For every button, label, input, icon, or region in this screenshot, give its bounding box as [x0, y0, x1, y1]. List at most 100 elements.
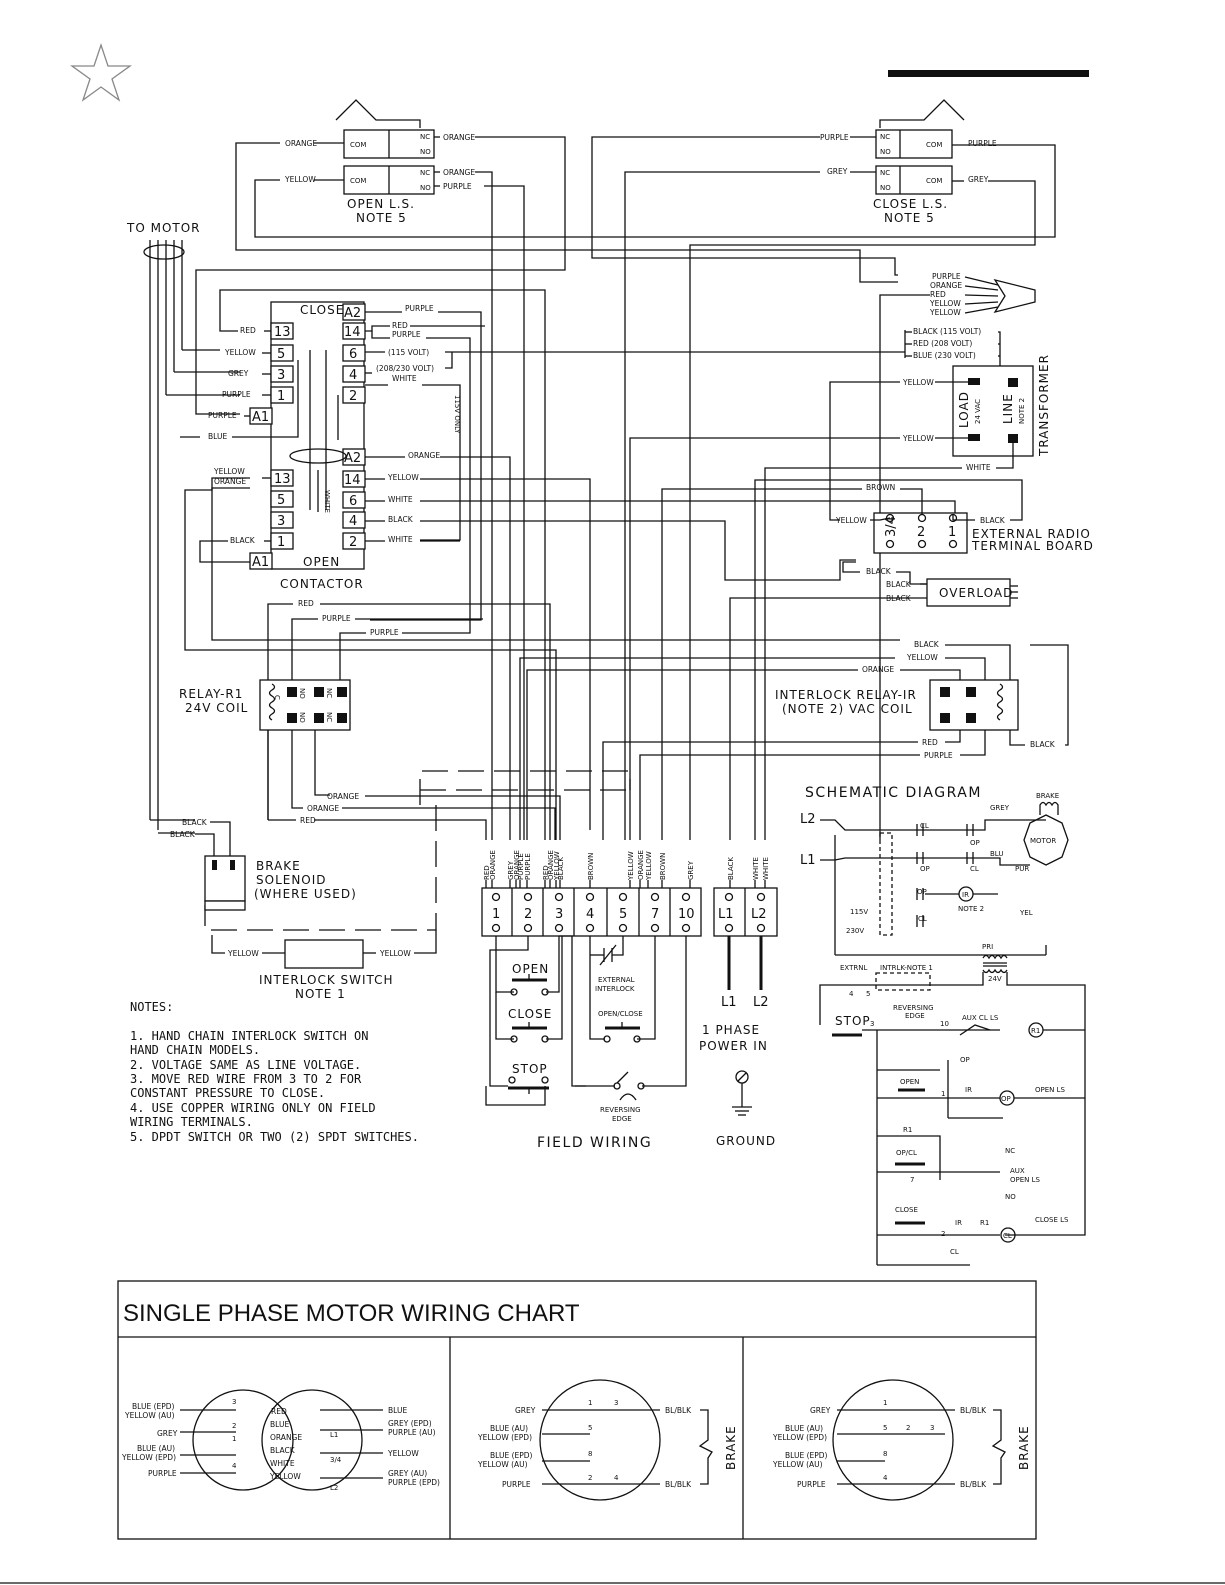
svg-text:COM: COM: [926, 177, 942, 185]
svg-text:CLOSE: CLOSE: [300, 303, 344, 317]
svg-text:RED: RED: [300, 816, 316, 825]
terminal-screw: [523, 923, 533, 933]
svg-text:PURPLE: PURPLE: [924, 751, 953, 760]
svg-text:A2: A2: [344, 306, 361, 321]
svg-text:YELLOW: YELLOW: [902, 378, 934, 387]
svg-text:IR: IR: [962, 891, 969, 899]
svg-text:PURPLE: PURPLE: [968, 139, 997, 148]
svg-text:ORANGE: ORANGE: [285, 139, 317, 148]
terminal-screw: [618, 923, 628, 933]
svg-text:RED: RED: [930, 290, 946, 299]
svg-text:3: 3: [870, 1020, 874, 1028]
terminal-screw: [650, 892, 660, 902]
terminal-wire-label: RED: [542, 865, 550, 880]
svg-text:YELLOW: YELLOW: [929, 308, 961, 317]
svg-text:ORANGE: ORANGE: [443, 168, 475, 177]
svg-text:BLACK: BLACK: [1030, 740, 1056, 749]
svg-text:BLACK: BLACK: [230, 536, 256, 545]
svg-text:NO: NO: [298, 688, 306, 699]
svg-text:PRI: PRI: [982, 943, 993, 951]
svg-text:YELLOW (EPD): YELLOW (EPD): [477, 1433, 532, 1442]
svg-text:5: 5: [588, 1424, 592, 1432]
svg-text:NC: NC: [880, 169, 890, 177]
svg-text:A2: A2: [344, 451, 361, 466]
terminal-wire-label: ORANGE: [513, 850, 521, 880]
svg-text:CL: CL: [1003, 1232, 1012, 1240]
svg-text:NO: NO: [420, 184, 431, 192]
svg-text:ORANGE: ORANGE: [408, 451, 440, 460]
interlock-switch: YELLOW YELLOW INTERLOCK SWITCH NOTE 1: [211, 930, 437, 1001]
limit-switch-wiring: [195, 136, 1056, 840]
svg-text:CLOSE: CLOSE: [508, 1007, 552, 1021]
svg-text:R1: R1: [1031, 1027, 1040, 1035]
svg-text:L2: L2: [753, 995, 769, 1010]
svg-text:ORANGE: ORANGE: [270, 1433, 302, 1442]
svg-text:BRAKE: BRAKE: [256, 859, 301, 873]
svg-text:ORANGE: ORANGE: [930, 281, 962, 290]
svg-text:4: 4: [614, 1474, 619, 1482]
svg-text:3: 3: [277, 368, 285, 383]
svg-text:IR: IR: [955, 1219, 962, 1227]
svg-text:YELLOW (AU): YELLOW (AU): [477, 1460, 528, 1469]
terminal-wire-label: GREY: [507, 860, 515, 880]
svg-text:WHITE: WHITE: [323, 490, 331, 513]
svg-text:BL/BLK: BL/BLK: [665, 1406, 692, 1415]
svg-text:GREY: GREY: [827, 167, 848, 176]
terminal-screw: [491, 923, 501, 933]
svg-text:OP: OP: [920, 865, 930, 873]
svg-text:BLACK: BLACK: [866, 567, 892, 576]
svg-text:C: C: [273, 695, 281, 700]
open-limit-switch: COM NC NO COM NC NO OPEN L.S. NOTE 5 ORA…: [284, 99, 475, 225]
svg-text:BLACK: BLACK: [980, 516, 1006, 525]
svg-text:OP: OP: [1001, 1095, 1011, 1103]
terminal-wire-label: YELLOW: [627, 851, 635, 881]
svg-text:R1: R1: [903, 1126, 912, 1134]
brake-solenoid: BRAKE SOLENOID (WHERE USED): [204, 855, 356, 911]
svg-text:24 VAC: 24 VAC: [974, 399, 982, 424]
wiring-chart: SINGLE PHASE MOTOR WIRING CHART BLUE (EP…: [117, 1280, 1037, 1540]
svg-text:(208/230 VOLT): (208/230 VOLT): [376, 364, 434, 373]
terminal-wire-label: BLACK: [727, 857, 735, 880]
terminal-wire-label: ORANGE: [547, 850, 555, 880]
svg-text:A1: A1: [252, 410, 269, 425]
terminal-screw: [554, 923, 564, 933]
terminal-wire-label: ORANGE: [489, 850, 497, 880]
svg-text:L2: L2: [800, 812, 816, 827]
terminal-wire-label: YELLOW: [645, 851, 653, 881]
svg-text:CL: CL: [970, 865, 979, 873]
svg-text:2: 2: [917, 525, 925, 540]
terminal-wire-label: RED: [483, 865, 491, 880]
svg-text:NC: NC: [880, 133, 890, 141]
svg-text:6: 6: [349, 494, 357, 509]
svg-text:NO: NO: [1005, 1193, 1016, 1201]
svg-text:YELLOW: YELLOW: [902, 434, 934, 443]
svg-text:ORANGE: ORANGE: [307, 804, 339, 813]
svg-text:COM: COM: [350, 177, 366, 185]
svg-text:BLUE (EPD): BLUE (EPD): [132, 1402, 175, 1411]
svg-text:OPEN LS: OPEN LS: [1010, 1176, 1041, 1184]
svg-text:BRAKE: BRAKE: [1036, 792, 1059, 800]
terminal-screw: [681, 923, 691, 933]
svg-text:GREY: GREY: [228, 369, 249, 378]
svg-text:(115 VOLT): (115 VOLT): [388, 348, 429, 357]
svg-text:3: 3: [277, 514, 285, 529]
svg-text:PURPLE (AU): PURPLE (AU): [388, 1428, 436, 1437]
svg-text:OPEN LS: OPEN LS: [1035, 1086, 1066, 1094]
svg-text:14: 14: [344, 473, 361, 488]
svg-text:14: 14: [344, 325, 361, 340]
svg-text:CONSTANT PRESSURE TO CLOSE.: CONSTANT PRESSURE TO CLOSE.: [130, 1086, 325, 1100]
svg-text:AUX CL LS: AUX CL LS: [962, 1014, 999, 1022]
svg-text:BLU: BLU: [990, 850, 1003, 858]
svg-text:YELLOW: YELLOW: [929, 299, 961, 308]
terminal-number: 5: [619, 907, 627, 922]
svg-text:1: 1: [277, 389, 285, 404]
svg-text:YELLOW (EPD): YELLOW (EPD): [121, 1453, 176, 1462]
svg-text:4: 4: [349, 514, 357, 529]
svg-text:TERMINAL BOARD: TERMINAL BOARD: [971, 539, 1094, 553]
svg-text:3: 3: [232, 1398, 236, 1406]
svg-text:OP: OP: [917, 888, 927, 896]
svg-text:RED: RED: [392, 321, 408, 330]
svg-text:RED: RED: [240, 326, 256, 335]
svg-text:6: 6: [349, 347, 357, 362]
